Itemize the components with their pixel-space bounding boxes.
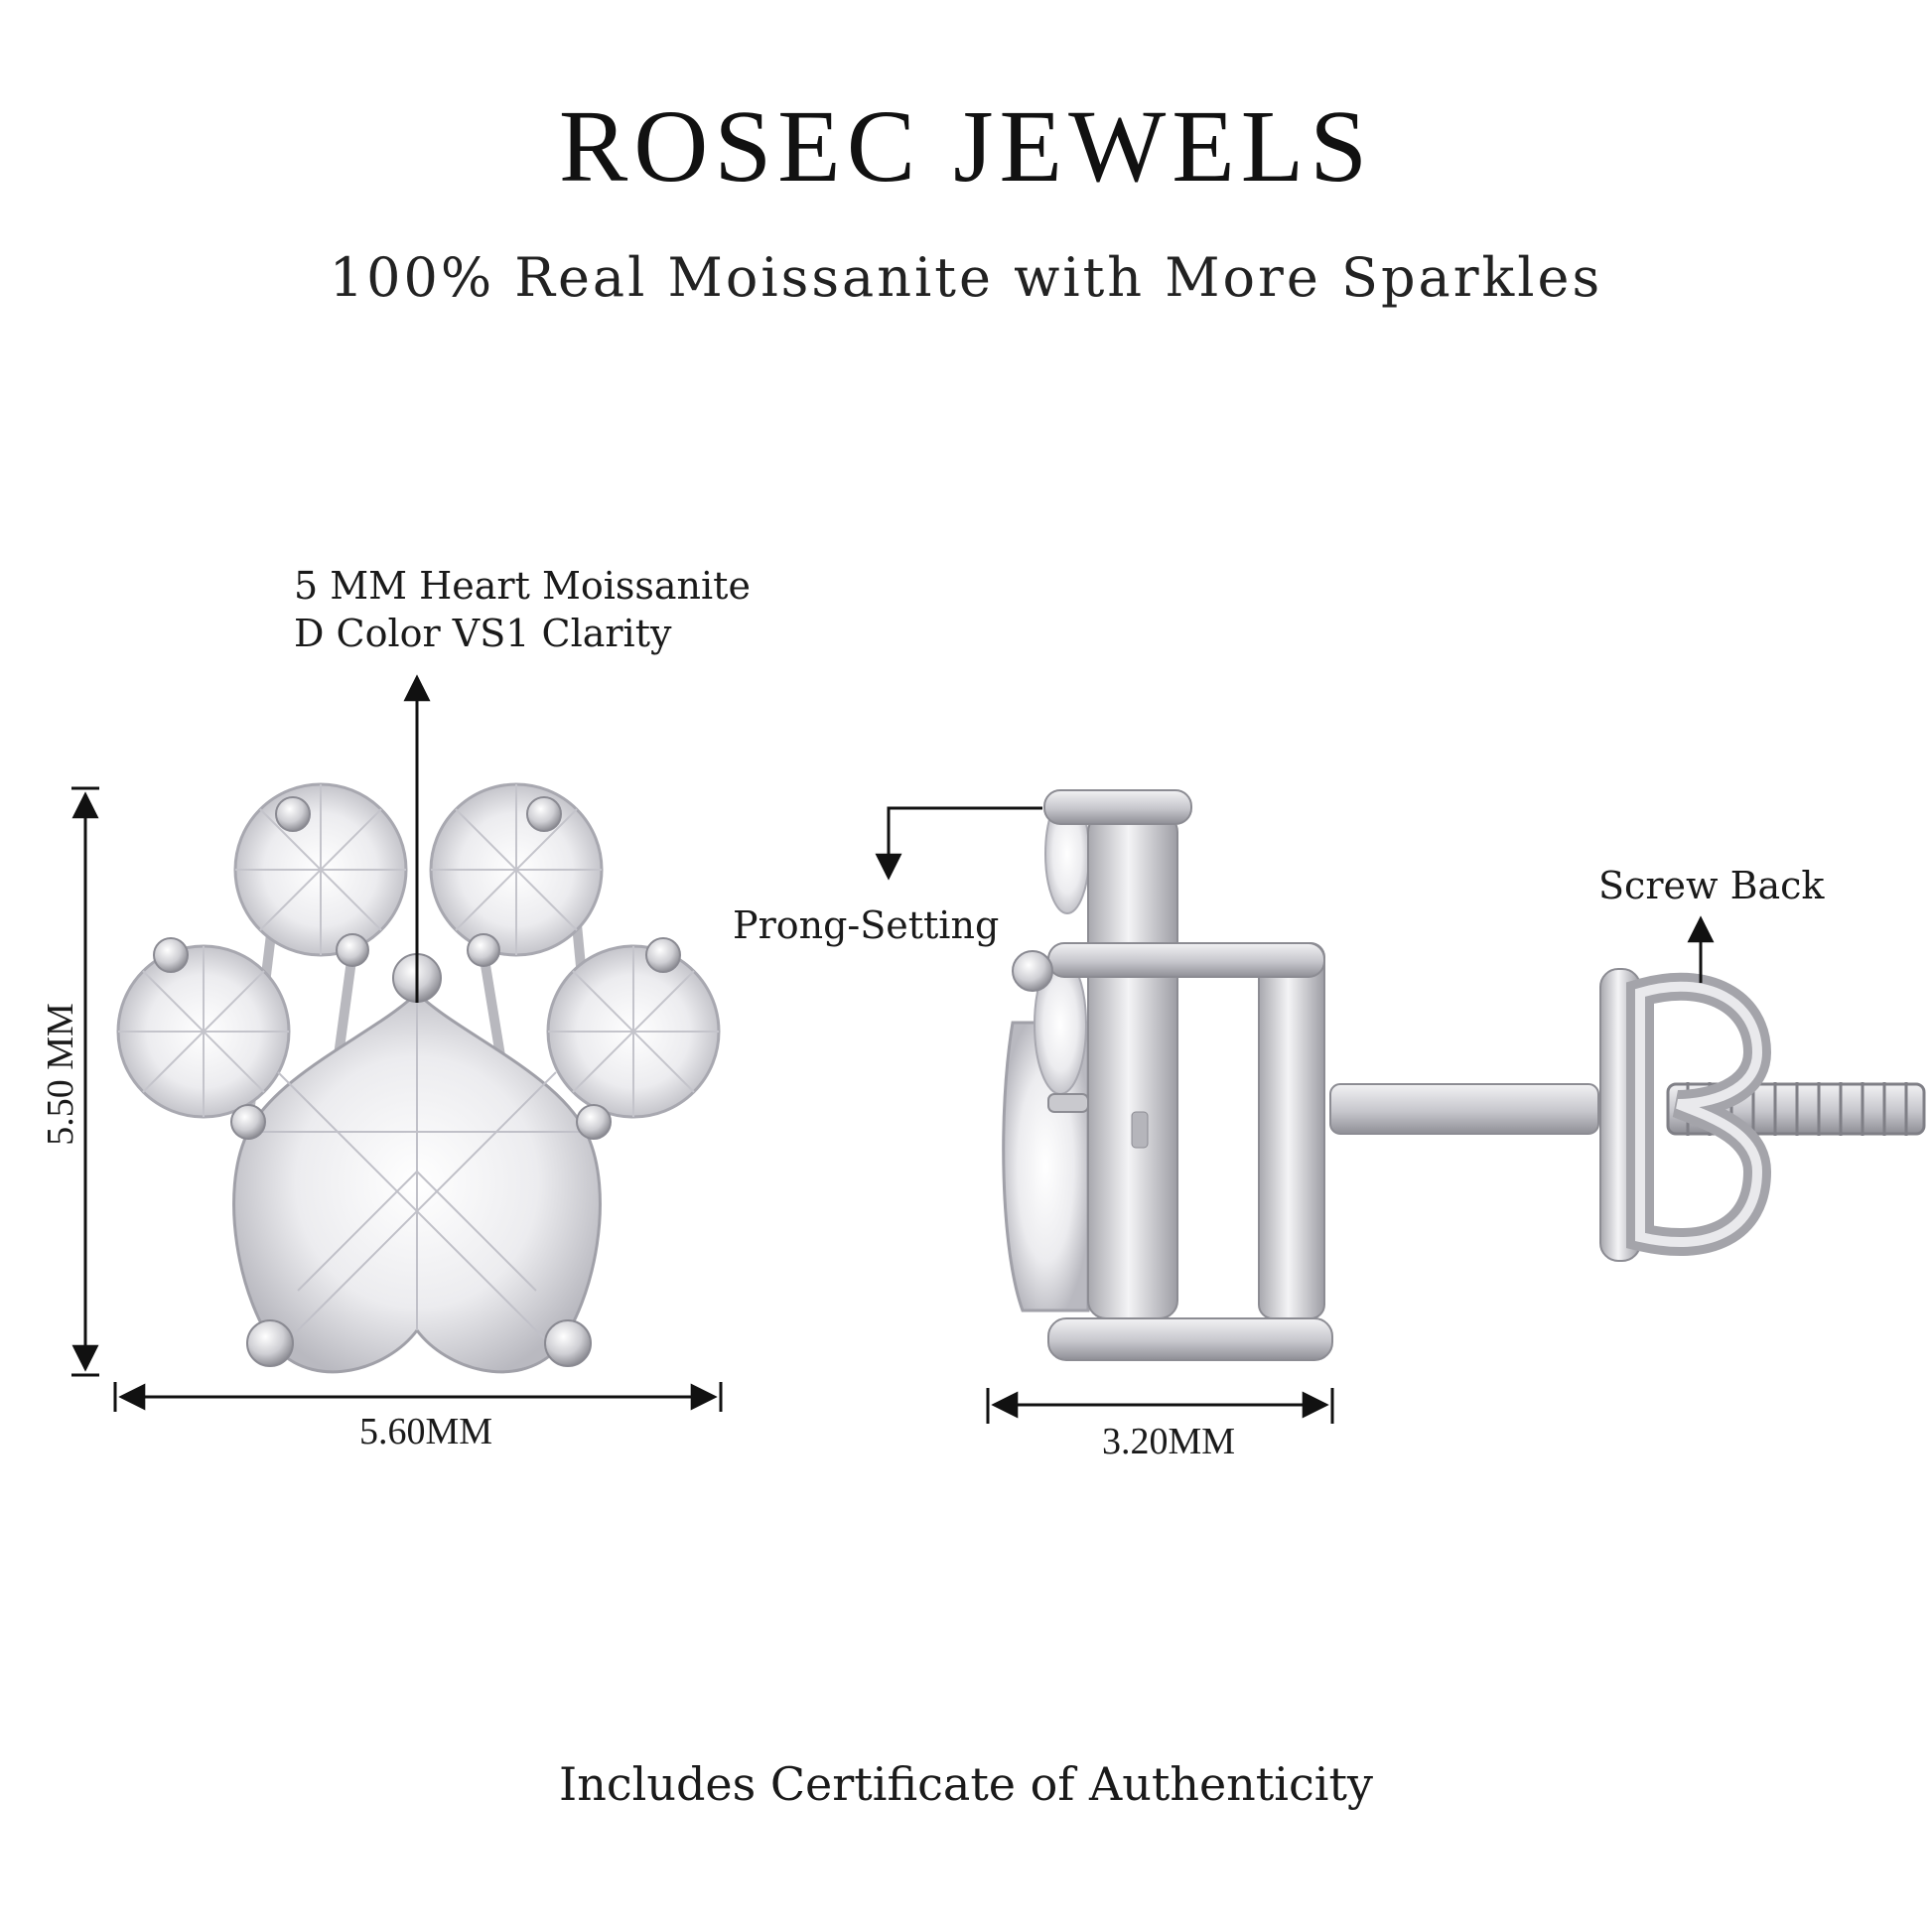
side-view-earring [1002, 789, 1926, 1361]
certificate-note: Includes Certificate of Authenticity [559, 1757, 1373, 1811]
side-width-dimension-line [986, 1388, 1334, 1424]
brand-title: ROSEC JEWELS [558, 89, 1374, 204]
height-dimension-line [71, 786, 99, 1377]
stone-label-line1: 5 MM Heart Moissanite [294, 564, 751, 608]
front-width-dimension-label: 5.60MM [359, 1411, 493, 1452]
tagline: 100% Real Moissanite with More Sparkles [329, 246, 1603, 309]
prong-setting-label: Prong-Setting [733, 903, 1000, 947]
side-width-dimension-label: 3.20MM [1102, 1421, 1236, 1462]
prong-setting-pointer [875, 806, 1042, 881]
front-width-dimension-line [113, 1382, 723, 1412]
height-dimension-label: 5.50 MM [40, 1003, 81, 1146]
stone-label-line2: D Color VS1 Clarity [294, 612, 672, 655]
screw-back-label: Screw Back [1598, 864, 1825, 907]
front-view-earring [116, 782, 721, 1374]
